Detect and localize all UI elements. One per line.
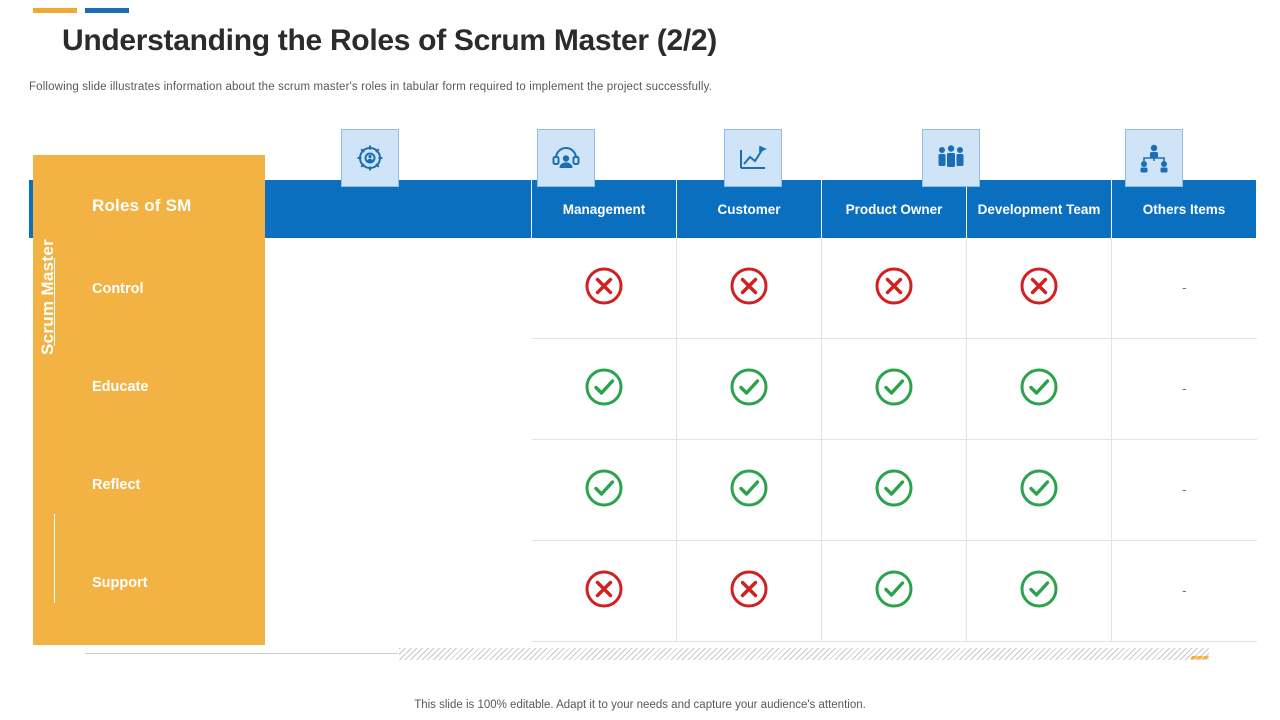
cell-value: - (1111, 338, 1257, 440)
icon-box-others-items (1125, 129, 1183, 187)
side-label-line-bottom (54, 514, 55, 603)
accent-bar-blue (85, 8, 129, 13)
column-header-others-items: Others Items (1111, 180, 1257, 238)
cell-value: - (1111, 238, 1257, 339)
team-group-icon (934, 141, 968, 175)
cross-icon (729, 569, 769, 614)
cross-icon (874, 266, 914, 311)
check-icon (821, 540, 967, 642)
check-icon (531, 338, 677, 440)
cross-icon (676, 238, 822, 339)
cross-icon (729, 266, 769, 311)
page-subtitle: Following slide illustrates information … (29, 81, 712, 93)
check-icon (966, 540, 1112, 642)
icon-box-development-team (922, 129, 980, 187)
cross-icon (584, 266, 624, 311)
side-label-line-top (54, 258, 55, 346)
column-header-development-team: Development Team (966, 180, 1112, 238)
check-icon (531, 439, 677, 541)
scrum-master-panel (33, 155, 265, 645)
check-icon (821, 439, 967, 541)
cross-icon (531, 540, 677, 642)
cell-value: - (1111, 540, 1257, 642)
check-icon (1019, 367, 1059, 412)
scrum-master-side-label: Scrum Master (38, 238, 57, 355)
icon-box-product-owner (724, 129, 782, 187)
headset-support-icon (549, 141, 583, 175)
column-header-customer: Customer (676, 180, 822, 238)
check-icon (874, 367, 914, 412)
table-header-row: Roles of SM Management Customer Product … (29, 180, 1257, 238)
check-icon (676, 338, 822, 440)
row-label-support: Support (92, 575, 148, 591)
footer-hatch-pattern (399, 648, 1209, 660)
check-icon (966, 439, 1112, 541)
table-row: - (29, 238, 1257, 339)
check-icon (584, 367, 624, 412)
check-icon (874, 569, 914, 614)
cross-icon (1019, 266, 1059, 311)
check-icon (729, 468, 769, 513)
page-title: Understanding the Roles of Scrum Master … (62, 24, 717, 57)
footer-divider (85, 653, 398, 654)
gear-person-icon (353, 141, 387, 175)
row-label-educate: Educate (92, 379, 149, 395)
footer-dots: ▰▰▰ (1190, 652, 1209, 662)
icon-box-management (341, 129, 399, 187)
accent-bar-orange (33, 8, 77, 13)
cell-value: - (1111, 439, 1257, 541)
cell-text: - (1182, 280, 1187, 295)
row-label-reflect: Reflect (92, 477, 141, 493)
check-icon (729, 367, 769, 412)
check-icon (676, 439, 822, 541)
title-accent-bars (33, 8, 129, 13)
cross-icon (584, 569, 624, 614)
table-row: - (29, 540, 1257, 642)
cell-text: - (1182, 482, 1187, 497)
table-body: - - - - (29, 238, 1257, 642)
column-header-management: Management (531, 180, 677, 238)
roles-table-wrapper: Roles of SM Management Customer Product … (29, 180, 1257, 642)
check-icon (1019, 468, 1059, 513)
roles-table: Roles of SM Management Customer Product … (29, 180, 1257, 642)
footer-note: This slide is 100% editable. Adapt it to… (414, 699, 866, 711)
row-label-control: Control (92, 281, 144, 297)
check-icon (966, 338, 1112, 440)
column-header-product-owner: Product Owner (821, 180, 967, 238)
check-icon (874, 468, 914, 513)
check-icon (821, 338, 967, 440)
table-row: - (29, 338, 1257, 440)
table-row: - (29, 439, 1257, 541)
cross-icon (531, 238, 677, 339)
check-icon (584, 468, 624, 513)
icon-box-customer (537, 129, 595, 187)
cross-icon (821, 238, 967, 339)
roles-of-sm-heading: Roles of SM (92, 196, 192, 215)
check-icon (1019, 569, 1059, 614)
cell-text: - (1182, 381, 1187, 396)
org-chart-icon (1137, 141, 1171, 175)
cross-icon (676, 540, 822, 642)
chart-flag-icon (736, 141, 770, 175)
cell-text: - (1182, 583, 1187, 598)
cross-icon (966, 238, 1112, 339)
